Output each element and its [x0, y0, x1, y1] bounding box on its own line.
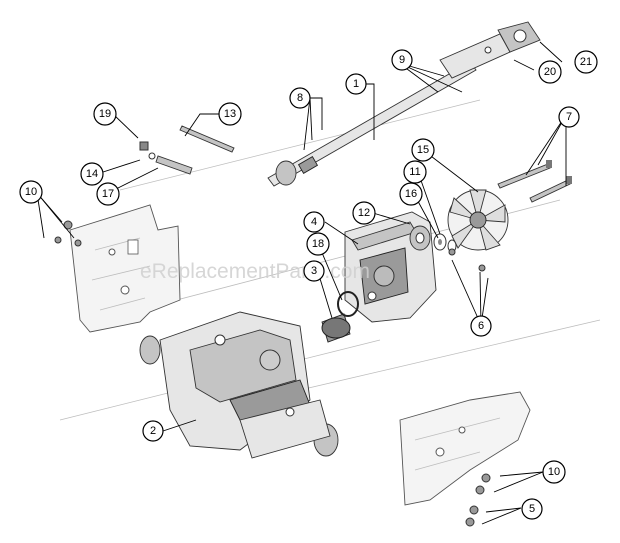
callout-9-label: 9	[399, 54, 405, 66]
callout-2: 2	[142, 420, 164, 442]
callouts: 1 9 21 20 8 13 19 7	[19, 49, 598, 520]
callout-4: 4	[303, 211, 325, 233]
callout-10-lower-label: 10	[548, 466, 560, 478]
callout-10-lower: 10	[542, 460, 566, 484]
left-frame-plate	[69, 204, 181, 333]
callout-21: 21	[574, 50, 598, 74]
callout-18-label: 18	[312, 238, 324, 250]
coupling-assembly	[439, 21, 541, 79]
callout-7-label: 7	[566, 111, 572, 123]
callout-9: 9	[391, 49, 413, 71]
callout-6-label: 6	[478, 320, 484, 332]
callout-4-label: 4	[311, 216, 317, 228]
callout-10-upper: 10	[19, 180, 43, 204]
callout-12: 12	[352, 201, 376, 225]
callout-8-label: 8	[297, 92, 303, 104]
watermark-text: eReplacementParts.com	[140, 260, 370, 283]
pivot-hardware	[139, 125, 235, 175]
callout-17-label: 17	[102, 188, 114, 200]
callout-19: 19	[93, 102, 117, 126]
long-bolts	[497, 160, 572, 203]
callout-6: 6	[470, 315, 492, 337]
drive-shaft	[267, 61, 477, 187]
callout-16-label: 16	[405, 188, 417, 200]
callout-17: 17	[96, 182, 120, 206]
bolts-and-nuts	[54, 220, 491, 527]
callout-15-label: 15	[417, 144, 429, 156]
callout-20: 20	[538, 60, 562, 84]
callout-18: 18	[306, 232, 330, 256]
callout-14-label: 14	[86, 168, 98, 180]
washers	[433, 233, 457, 253]
hydro-pump-unit	[344, 211, 437, 323]
callout-15: 15	[411, 138, 435, 162]
callout-1-label: 1	[353, 78, 359, 90]
callout-14: 14	[80, 162, 104, 186]
cooling-fan	[447, 189, 509, 251]
callout-5-label: 5	[529, 503, 535, 515]
callout-2-label: 2	[150, 425, 156, 437]
callout-13: 13	[218, 102, 242, 126]
callout-3: 3	[303, 260, 325, 282]
callout-21-label: 21	[580, 56, 592, 68]
pinion-gear	[321, 291, 359, 343]
callout-3-label: 3	[311, 265, 317, 277]
callout-19-label: 19	[99, 108, 111, 120]
transaxle-assembly	[139, 311, 339, 459]
callout-20-label: 20	[544, 66, 556, 78]
right-frame-plate	[399, 391, 531, 506]
callout-13-label: 13	[224, 108, 236, 120]
callout-11: 11	[403, 160, 427, 184]
callout-16: 16	[399, 182, 423, 206]
callout-5: 5	[521, 498, 543, 520]
callout-11-label: 11	[409, 166, 420, 178]
callout-12-label: 12	[358, 207, 370, 219]
callout-7: 7	[558, 106, 580, 128]
callout-1: 1	[345, 73, 367, 95]
callout-10-upper-label: 10	[25, 186, 37, 198]
callout-8: 8	[289, 87, 311, 109]
